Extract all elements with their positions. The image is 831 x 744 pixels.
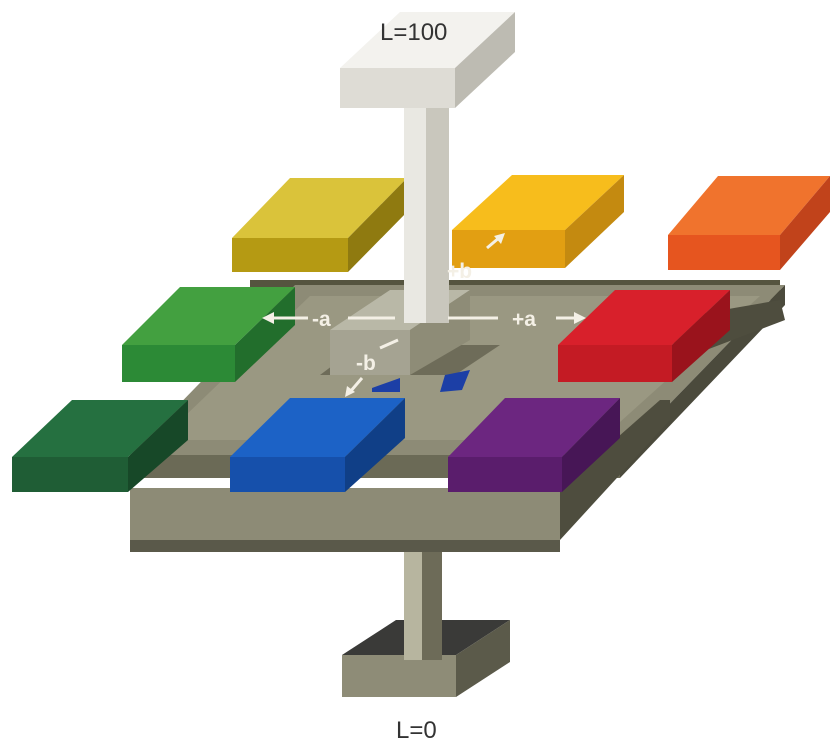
l-0-label: L=0 bbox=[396, 717, 437, 744]
minus-a-arrowhead bbox=[262, 312, 274, 324]
tile-orange-yellow bbox=[452, 175, 624, 268]
plus-a-label: +a bbox=[512, 308, 536, 331]
white-cap-block bbox=[340, 12, 515, 108]
black-base-block bbox=[342, 620, 510, 697]
axis-arrows bbox=[268, 235, 580, 393]
tile-dark-green bbox=[12, 400, 188, 492]
tile-orange bbox=[668, 176, 830, 270]
plus-b-arrowhead bbox=[494, 233, 505, 244]
tile-red bbox=[558, 290, 730, 382]
tile-green bbox=[122, 287, 295, 382]
minus-a-label: -a bbox=[312, 308, 331, 331]
plus-a-arrowhead bbox=[574, 312, 586, 324]
tile-yellow bbox=[232, 178, 407, 272]
upper-column bbox=[404, 103, 449, 323]
l-100-label: L=100 bbox=[380, 19, 447, 46]
minus-b-arrow-line bbox=[348, 377, 364, 393]
minus-b-dash bbox=[379, 338, 399, 350]
tile-purple bbox=[448, 398, 620, 492]
arrowheads bbox=[262, 233, 586, 397]
tile-blue bbox=[230, 398, 405, 492]
minus-b-label: -b bbox=[356, 352, 376, 375]
minus-b-arrowhead bbox=[345, 386, 355, 397]
plus-b-label: +b bbox=[447, 260, 472, 283]
